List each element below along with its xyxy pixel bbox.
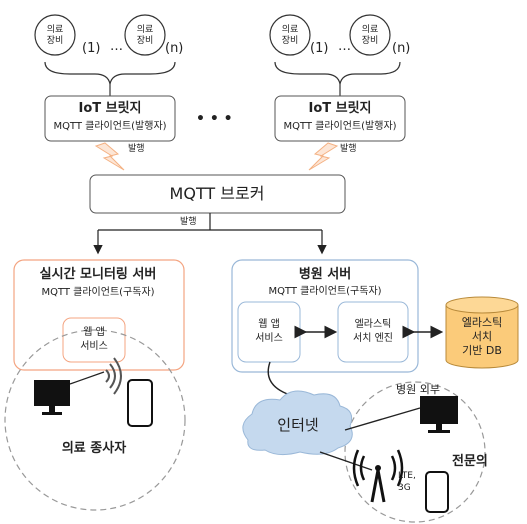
hospital-server-title: 병원 서버: [298, 267, 352, 282]
device-index-n-right: (n): [392, 41, 411, 56]
lightning-right-icon: [308, 142, 339, 171]
bridge-box-left: [44, 95, 176, 142]
staff-label: 의료 종사자: [61, 441, 127, 456]
bridge-box-right: [274, 95, 406, 142]
device-ellipsis-left: …: [110, 39, 123, 54]
device-index-1-right: (1): [310, 41, 329, 56]
monitor-webapp-box: [62, 317, 126, 363]
hospital-server-subtitle: MQTT 클라이언트(구독자): [268, 286, 382, 297]
bridge-left-title: IoT 브릿지: [78, 101, 142, 116]
phone-icon-left: [127, 379, 153, 427]
search-engine-label: 엘라스틱 서치 엔진: [353, 319, 393, 344]
device-label-left-a: 의료 장비: [46, 25, 64, 46]
phone-icon-right: [425, 471, 449, 513]
bridge-more-dots: • • •: [196, 111, 233, 127]
webapp-cloud-link: [267, 361, 291, 396]
specialist-label: 전문의: [452, 454, 488, 469]
internet-label: 인터넷: [277, 416, 319, 434]
db-label: 엘라스틱 서치 기반 DB: [461, 316, 503, 357]
monitor-server-title: 실시간 모니터링 서버: [39, 267, 157, 282]
hospital-webapp-label: 웹 앱 서비스: [255, 319, 283, 344]
device-circle-left-1: [34, 14, 76, 56]
device-circle-left-n: [124, 14, 166, 56]
monitor-icon-left: [34, 380, 70, 406]
bridge-left-sub: MQTT 클라이언트(발행자): [53, 121, 167, 132]
internet-cloud: [242, 390, 353, 456]
staff-zone: [4, 329, 186, 511]
lte-label: LTE, 3G: [398, 471, 416, 493]
publish-label-left: 발행: [128, 144, 145, 154]
monitor-webapp-label: 웹 앱 서비스: [80, 327, 108, 352]
cell-tower-icon: [370, 469, 386, 503]
wifi-icon: [105, 369, 110, 383]
outside-zone: [344, 381, 486, 523]
left-brace: [44, 61, 176, 85]
device-circle-right-1: [269, 14, 311, 56]
device-circle-right-n: [349, 14, 391, 56]
db-cylinder: [445, 305, 519, 369]
broker-publish-label: 발행: [180, 217, 197, 227]
bridge-right-sub: MQTT 클라이언트(발행자): [283, 121, 397, 132]
broker-label: MQTT 브로커: [169, 184, 265, 203]
right-brace: [274, 61, 401, 85]
monitor-server-subtitle: MQTT 클라이언트(구독자): [41, 287, 155, 298]
device-ellipsis-right: …: [338, 39, 351, 54]
device-label-left-b: 의료 장비: [136, 25, 154, 46]
monitor-icon-right: [420, 396, 458, 424]
device-label-right-a: 의료 장비: [281, 25, 299, 46]
publish-label-right: 발행: [340, 144, 357, 154]
device-label-right-b: 의료 장비: [361, 25, 379, 46]
bridge-right-title: IoT 브릿지: [308, 101, 372, 116]
lightning-left-icon: [94, 142, 125, 171]
device-index-1: (1): [82, 41, 101, 56]
device-index-n: (n): [165, 41, 184, 56]
broker-box: [89, 174, 346, 214]
outside-hospital-label: 병원 외부: [396, 383, 440, 396]
